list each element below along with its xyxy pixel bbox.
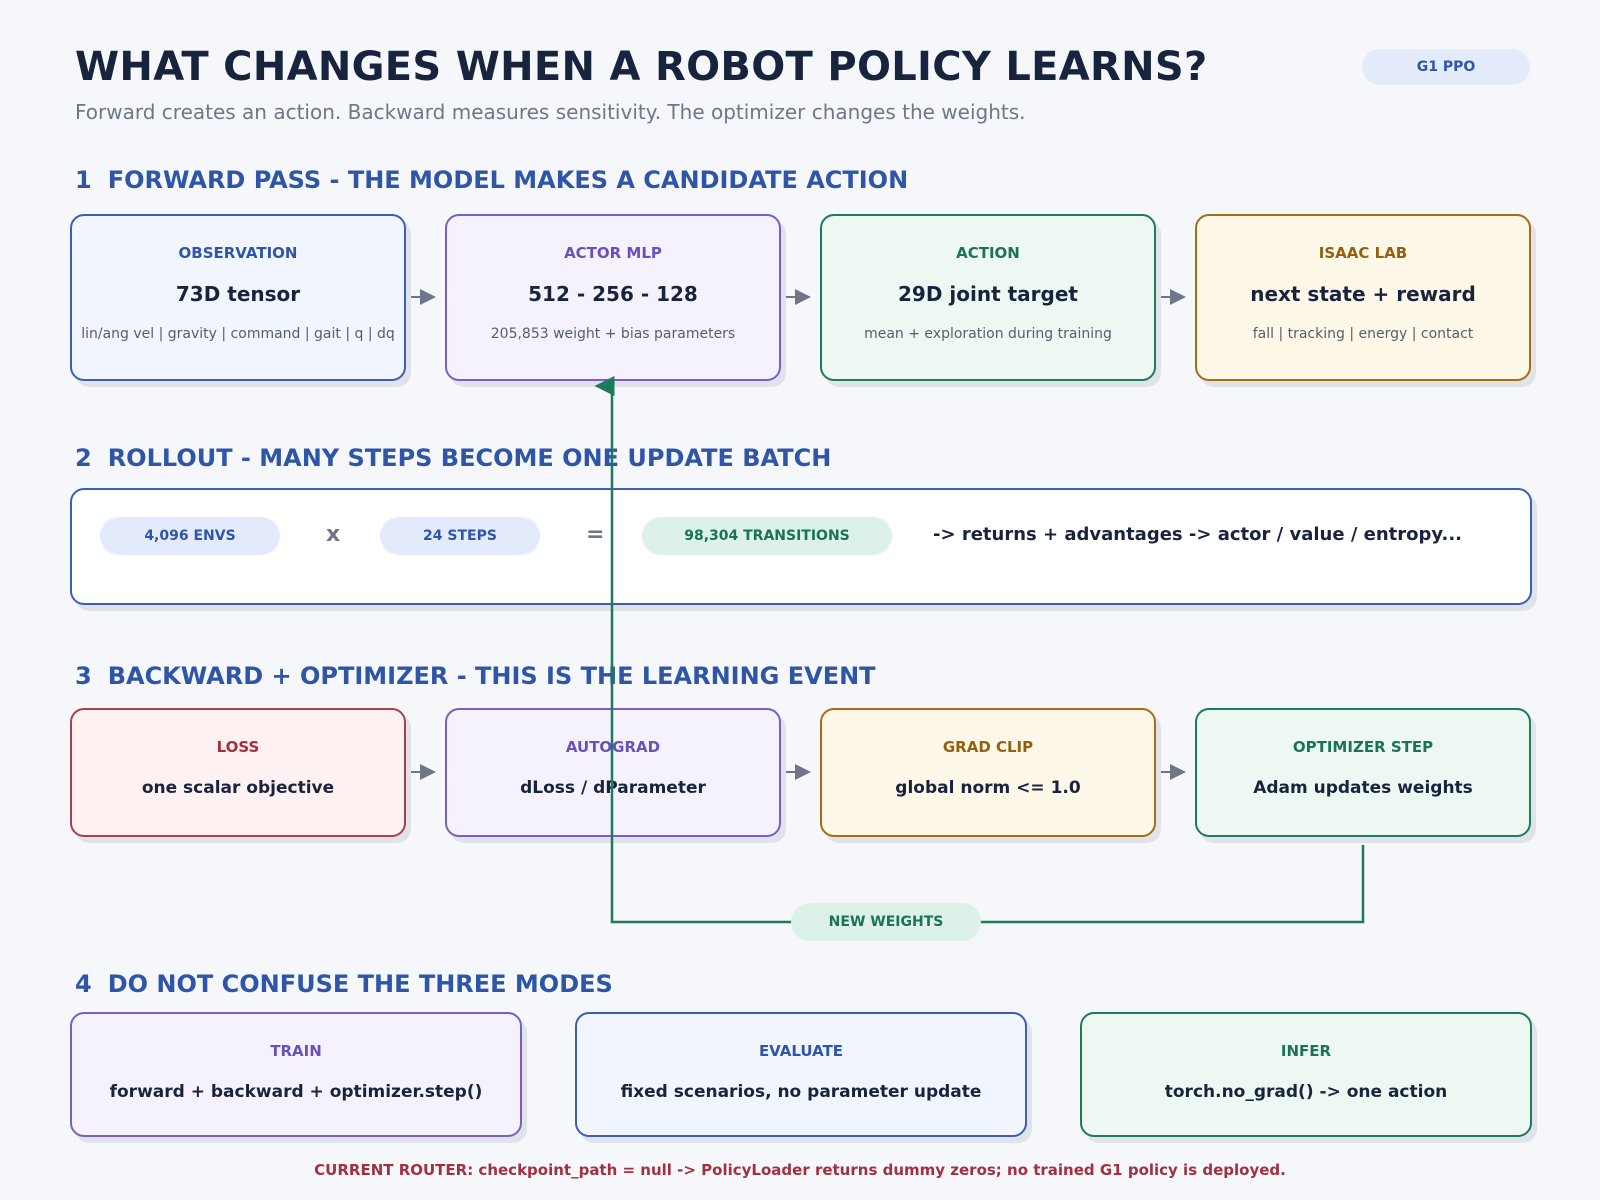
- rollout-flow-text: -> returns + advantages -> actor / value…: [933, 524, 1463, 545]
- loss-card: LOSS one scalar objective: [70, 708, 406, 837]
- grad-clip-card: GRAD CLIP global norm <= 1.0: [820, 708, 1156, 837]
- router-status-note: CURRENT ROUTER: checkpoint_path = null -…: [314, 1161, 1286, 1179]
- card-value: global norm <= 1.0: [895, 778, 1081, 798]
- card-label: EVALUATE: [758, 1042, 844, 1060]
- card-value: 29D joint target: [898, 282, 1078, 306]
- card-detail: fall | tracking | energy | contact: [1252, 326, 1474, 342]
- card-label: ACTION: [956, 244, 1020, 262]
- section-modes-title: 4 DO NOT CONFUSE THE THREE MODES: [75, 970, 613, 998]
- observation-card: OBSERVATION 73D tensor lin/ang vel | gra…: [70, 214, 406, 381]
- card-value: one scalar objective: [141, 778, 335, 798]
- actor-mlp-card: ACTOR MLP 512 - 256 - 128 205,853 weight…: [445, 214, 781, 381]
- section-number: 1: [75, 166, 92, 194]
- times-operator: x: [326, 522, 341, 547]
- card-label: GRAD CLIP: [942, 738, 1034, 756]
- section-heading: FORWARD PASS - THE MODEL MAKES A CANDIDA…: [107, 166, 909, 194]
- section-heading: BACKWARD + OPTIMIZER - THIS IS THE LEARN…: [107, 662, 876, 690]
- card-value: dLoss / dParameter: [520, 778, 706, 798]
- section-rollout-title: 2 ROLLOUT - MANY STEPS BECOME ONE UPDATE …: [75, 444, 831, 472]
- card-detail: lin/ang vel | gravity | command | gait |…: [81, 326, 395, 342]
- section-heading: DO NOT CONFUSE THE THREE MODES: [107, 970, 613, 998]
- equals-operator: =: [586, 522, 605, 547]
- card-label: TRAIN: [270, 1042, 322, 1060]
- card-detail: 205,853 weight + bias parameters: [490, 326, 736, 342]
- section-number: 4: [75, 970, 92, 998]
- evaluate-mode-card: EVALUATE fixed scenarios, no parameter u…: [575, 1012, 1027, 1137]
- card-label: OBSERVATION: [178, 244, 298, 262]
- envs-pill: 4,096 ENVS: [100, 517, 280, 555]
- card-value: fixed scenarios, no parameter update: [620, 1082, 982, 1102]
- steps-pill: 24 STEPS: [380, 517, 540, 555]
- card-label: ACTOR MLP: [564, 244, 662, 262]
- page-subtitle: Forward creates an action. Backward meas…: [75, 100, 1026, 124]
- card-value: forward + backward + optimizer.step(): [109, 1082, 483, 1102]
- card-label: OPTIMIZER STEP: [1292, 738, 1434, 756]
- card-label: AUTOGRAD: [565, 738, 661, 756]
- infer-mode-card: INFER torch.no_grad() -> one action: [1080, 1012, 1532, 1137]
- card-value: torch.no_grad() -> one action: [1164, 1082, 1448, 1102]
- card-value: Adam updates weights: [1253, 778, 1473, 798]
- autograd-card: AUTOGRAD dLoss / dParameter: [445, 708, 781, 837]
- card-value: 73D tensor: [175, 282, 301, 306]
- card-label: ISAAC LAB: [1318, 244, 1408, 262]
- section-number: 2: [75, 444, 92, 472]
- card-value: 512 - 256 - 128: [528, 282, 698, 306]
- card-value: next state + reward: [1250, 282, 1476, 306]
- section-number: 3: [75, 662, 92, 690]
- section-heading: ROLLOUT - MANY STEPS BECOME ONE UPDATE B…: [107, 444, 832, 472]
- section-forward-title: 1 FORWARD PASS - THE MODEL MAKES A CANDID…: [75, 166, 908, 194]
- card-label: INFER: [1280, 1042, 1332, 1060]
- new-weights-pill: NEW WEIGHTS: [791, 903, 981, 941]
- section-backward-title: 3 BACKWARD + OPTIMIZER - THIS IS THE LEAR…: [75, 662, 876, 690]
- card-label: LOSS: [216, 738, 260, 756]
- optimizer-step-card: OPTIMIZER STEP Adam updates weights: [1195, 708, 1531, 837]
- isaac-lab-card: ISAAC LAB next state + reward fall | tra…: [1195, 214, 1531, 381]
- action-card: ACTION 29D joint target mean + explorati…: [820, 214, 1156, 381]
- transitions-pill: 98,304 TRANSITIONS: [642, 517, 892, 555]
- model-badge: G1 PPO: [1362, 49, 1530, 85]
- card-detail: mean + exploration during training: [864, 326, 1112, 342]
- train-mode-card: TRAIN forward + backward + optimizer.ste…: [70, 1012, 522, 1137]
- page-title: WHAT CHANGES WHEN A ROBOT POLICY LEARNS?: [75, 44, 1208, 90]
